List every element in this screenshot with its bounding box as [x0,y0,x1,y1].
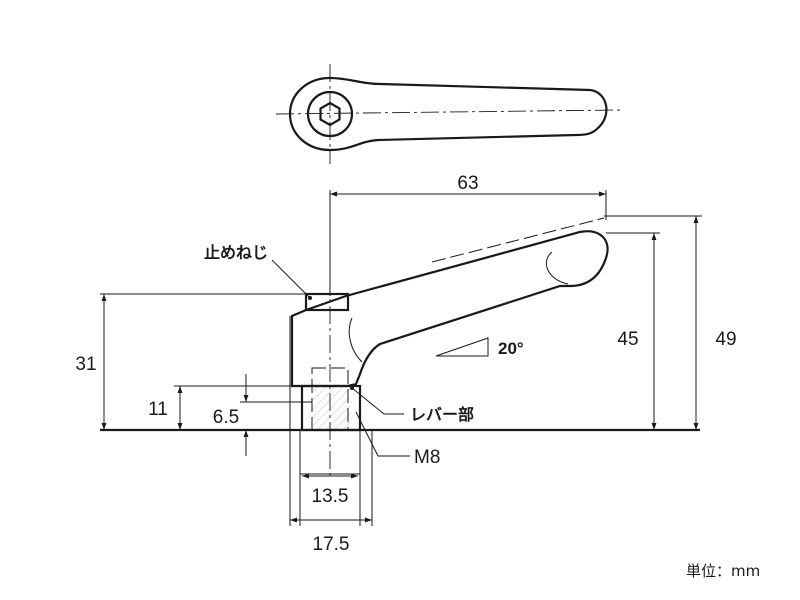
leader-m8 [355,411,410,457]
top-view-handle-outline [288,76,608,152]
thread-hatch [312,386,350,430]
dim-49-text: 49 [715,329,736,350]
m8-label: M8 [414,447,440,468]
dim-11-text: 11 [148,399,168,420]
leader-dot-set-screw [308,296,312,300]
dim-45-text: 45 [617,329,638,350]
angle-reference-line [431,217,605,263]
set-screw [304,292,350,312]
dimension-lines [100,190,702,526]
dim-6-5-text: 6.5 [213,407,239,428]
dim-63-text: 63 [457,173,478,194]
unit-note: 単位：mm [686,562,760,580]
dim-13-5-text: 13.5 [312,486,349,507]
lever-inner-contour [348,317,363,363]
leader-set-screw [271,259,311,299]
lever-body-outline [290,230,609,388]
dim-17-5-text: 17.5 [313,534,350,555]
angle-text: 20° [498,339,524,358]
leader-lever-part [351,387,404,415]
top-view [275,64,621,164]
grip-contour [546,251,569,285]
top-view-centerline-h [275,109,621,115]
leader-dot-lever-part [350,386,354,390]
dim-31-text: 31 [75,354,96,375]
text-labels: 63 49 45 31 11 6.5 13.5 17.5 20° 止めねじ レバ… [75,173,760,580]
angle-triangle-icon [435,337,489,357]
lever-part-label: レバー部 [410,405,474,424]
set-screw-label: 止めねじ [204,243,268,262]
